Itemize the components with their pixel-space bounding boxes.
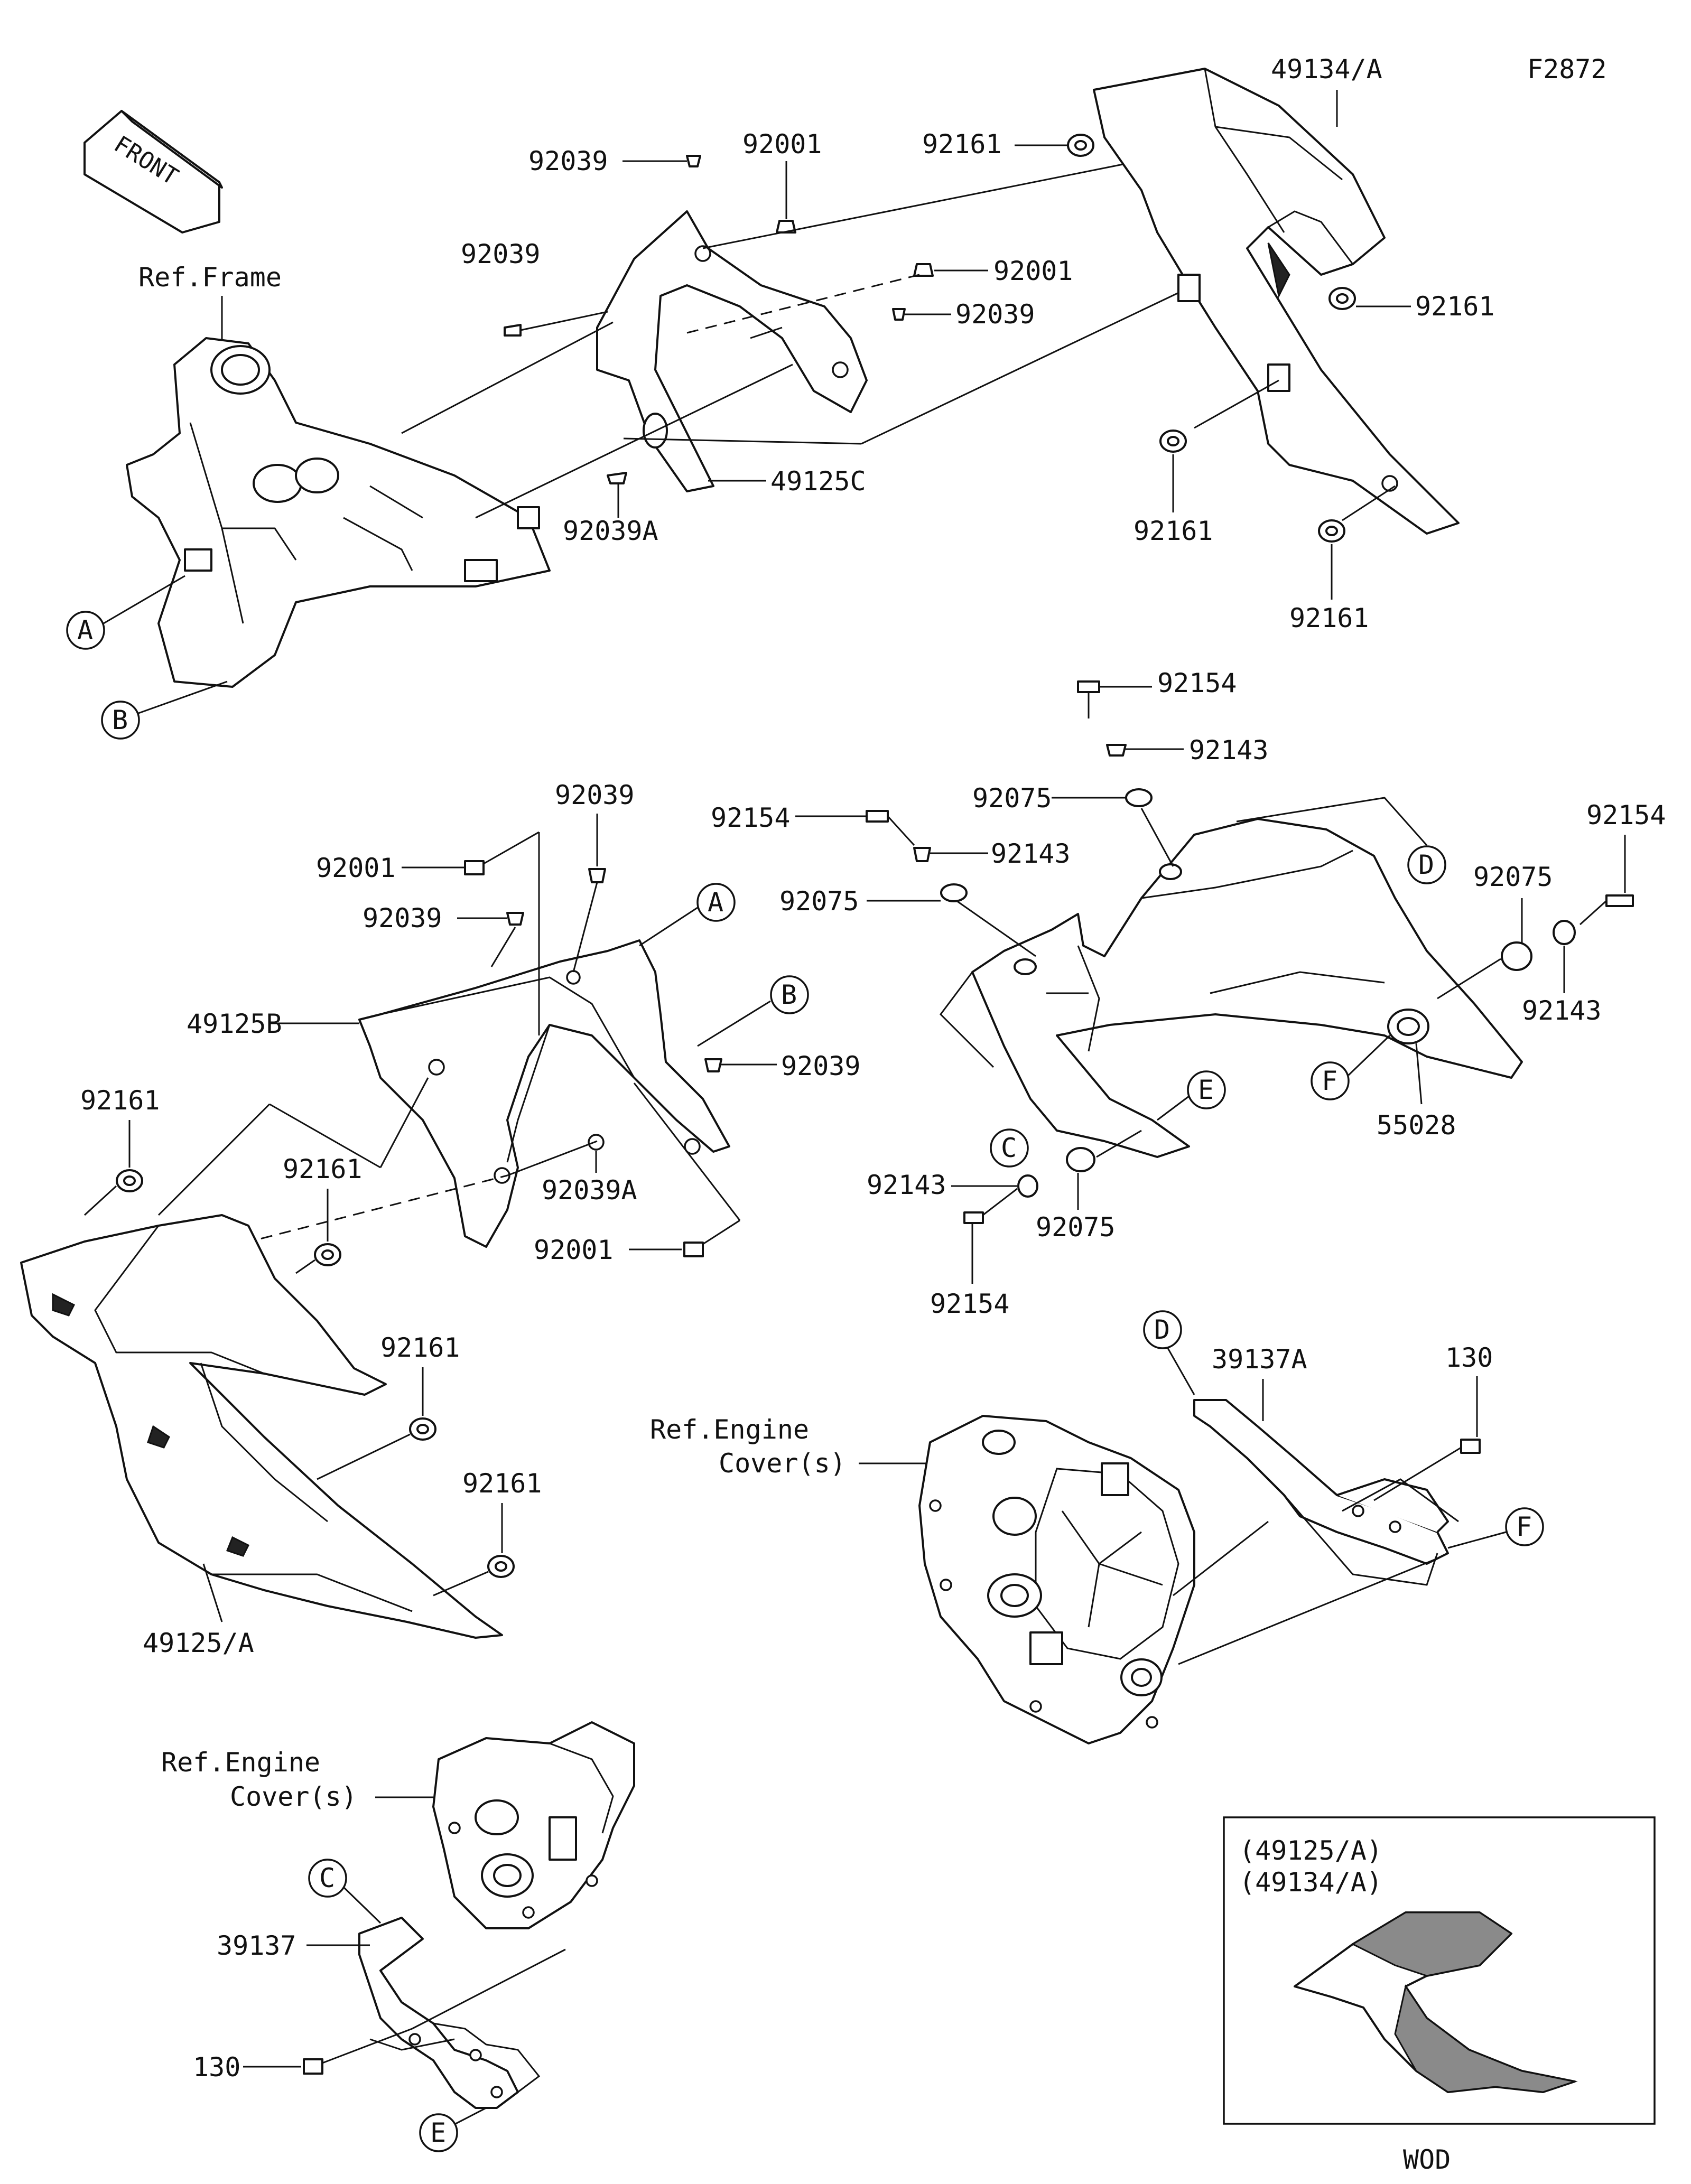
callout-c-engine <box>308 1859 347 1898</box>
cowl-49134a <box>1093 68 1460 535</box>
svg-text:92039A: 92039A <box>563 516 658 546</box>
diagram-code: F2872 <box>1527 54 1607 85</box>
engine-cover-right <box>918 1415 1195 1744</box>
svg-text:39137A: 39137A <box>1212 1344 1307 1375</box>
callout-d-cowl <box>1407 845 1446 884</box>
svg-text:Ref.Engine: Ref.Engine <box>161 1747 320 1778</box>
svg-text:92161: 92161 <box>462 1468 542 1499</box>
svg-text:92161: 92161 <box>1289 603 1369 633</box>
svg-text:92001: 92001 <box>993 256 1073 286</box>
svg-text:92143: 92143 <box>991 838 1071 869</box>
svg-text:92161: 92161 <box>283 1154 363 1184</box>
svg-text:92039: 92039 <box>461 239 541 269</box>
svg-text:92039: 92039 <box>555 780 635 810</box>
svg-text:49134/A: 49134/A <box>1271 54 1382 85</box>
svg-text:E: E <box>430 2117 446 2148</box>
svg-text:49125B: 49125B <box>187 1009 282 1039</box>
svg-text:130: 130 <box>193 2052 240 2083</box>
svg-text:92039: 92039 <box>955 299 1035 330</box>
svg-text:D: D <box>1154 1314 1170 1345</box>
svg-text:92143: 92143 <box>867 1170 946 1200</box>
svg-text:92001: 92001 <box>742 129 822 160</box>
callout-b-bracket <box>770 975 809 1014</box>
svg-text:92154: 92154 <box>711 802 791 833</box>
svg-text:B: B <box>112 705 128 735</box>
svg-text:Cover(s): Cover(s) <box>230 1781 357 1812</box>
svg-text:92001: 92001 <box>316 853 396 883</box>
callout-a-bracket <box>696 883 736 922</box>
svg-text:55028: 55028 <box>1377 1110 1456 1141</box>
inset-cowl-wod <box>1294 1911 1578 2093</box>
svg-text:92154: 92154 <box>930 1289 1010 1319</box>
ref-frame-label: Ref.Frame <box>138 262 282 293</box>
side-panel-49125a <box>20 1214 503 1639</box>
svg-text:92075: 92075 <box>972 783 1052 814</box>
svg-text:92039A: 92039A <box>542 1175 637 1206</box>
svg-text:92161: 92161 <box>922 129 1002 160</box>
svg-text:92143: 92143 <box>1189 735 1269 766</box>
callout-c-cowl <box>990 1128 1029 1168</box>
svg-text:92001: 92001 <box>534 1235 614 1265</box>
svg-text:(49125/A): (49125/A) <box>1239 1835 1382 1866</box>
front-arrow-icon: FRONT <box>83 110 223 234</box>
svg-text:B: B <box>781 979 797 1010</box>
svg-text:92161: 92161 <box>380 1332 460 1363</box>
svg-text:49125C: 49125C <box>770 466 866 497</box>
svg-text:Ref.Engine: Ref.Engine <box>650 1414 809 1445</box>
svg-text:92161: 92161 <box>80 1085 160 1116</box>
svg-text:C: C <box>319 1863 335 1893</box>
svg-text:92161: 92161 <box>1415 291 1495 322</box>
svg-text:92075: 92075 <box>1473 862 1553 892</box>
svg-text:92143: 92143 <box>1522 995 1602 1026</box>
svg-text:F: F <box>1516 1511 1532 1542</box>
svg-text:D: D <box>1418 850 1434 880</box>
bracket-39137a <box>1193 1399 1449 1586</box>
svg-text:E: E <box>1198 1075 1214 1105</box>
svg-text:A: A <box>77 615 93 646</box>
svg-text:92075: 92075 <box>779 886 859 917</box>
callout-f-engine <box>1505 1507 1544 1546</box>
svg-text:92075: 92075 <box>1036 1212 1116 1243</box>
svg-text:92039: 92039 <box>528 146 608 176</box>
svg-text:49125/A: 49125/A <box>143 1628 254 1658</box>
svg-text:92154: 92154 <box>1157 668 1237 698</box>
bracket-39137 <box>358 1917 541 2109</box>
svg-text:Cover(s): Cover(s) <box>719 1448 846 1479</box>
callout-e-cowl <box>1187 1070 1226 1109</box>
svg-text:130: 130 <box>1445 1342 1493 1373</box>
callout-a-frame <box>66 611 105 650</box>
svg-text:(49134/A): (49134/A) <box>1239 1867 1382 1898</box>
callout-d-engine <box>1143 1310 1182 1349</box>
svg-text:92039: 92039 <box>363 903 442 934</box>
svg-text:39137: 39137 <box>217 1930 296 1961</box>
svg-text:A: A <box>708 887 723 918</box>
bracket-49125b <box>358 939 730 1248</box>
inset-frame <box>1223 1816 1656 2125</box>
callout-e-engine <box>419 2113 458 2152</box>
frame-part <box>126 337 551 688</box>
svg-text:C: C <box>1001 1133 1017 1163</box>
callout-f-cowl <box>1311 1061 1350 1100</box>
bracket-49125c <box>596 210 868 492</box>
inset-caption: WOD <box>1403 2144 1451 2175</box>
callout-b-frame <box>101 701 140 740</box>
svg-text:92039: 92039 <box>781 1051 861 1081</box>
svg-text:92154: 92154 <box>1586 800 1666 830</box>
lower-cowl-55028 <box>971 818 1523 1158</box>
engine-cover-left <box>432 1721 635 1929</box>
svg-text:F: F <box>1322 1066 1337 1096</box>
svg-text:92161: 92161 <box>1133 516 1213 546</box>
